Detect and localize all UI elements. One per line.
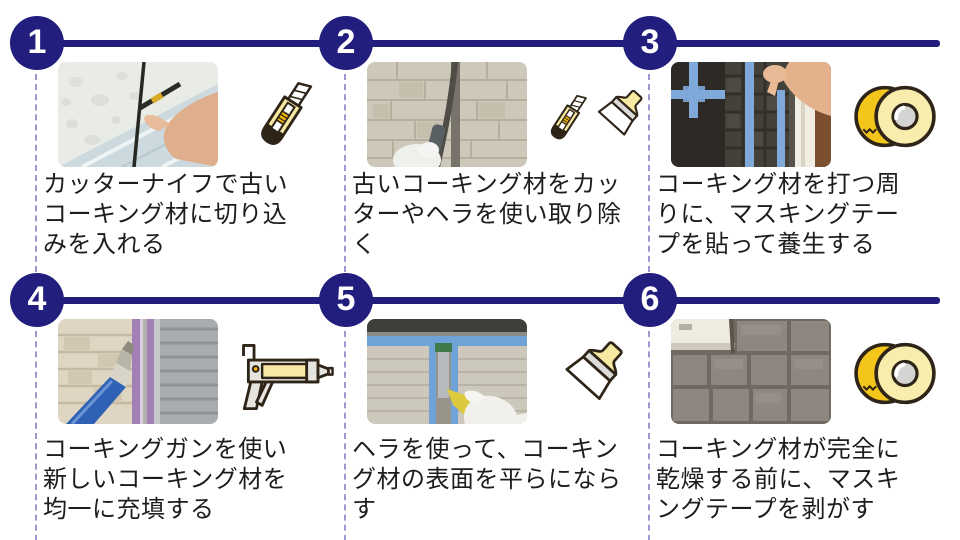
step-5-photo	[367, 319, 527, 424]
step-3-number-badge: 3	[623, 16, 677, 70]
masking-tape-icon	[854, 85, 936, 147]
step-1: 1	[10, 16, 322, 278]
caption-line: カッターナイフで古い	[43, 171, 288, 198]
step-5-caption: ヘラを使って、コーキン グ材の表面を平らになら す	[352, 435, 630, 525]
caption-line: コーキング材に切り込	[43, 201, 288, 228]
cutter-knife-icon	[550, 94, 587, 140]
step-6-number: 6	[640, 280, 660, 318]
step-4-photo	[58, 319, 218, 424]
step-5: 5	[319, 273, 631, 540]
caption-line: 古いコーキング材をカッ	[352, 171, 621, 198]
caption-line: 乾燥する前に、マスキ	[656, 466, 901, 493]
step-1-photo	[58, 62, 218, 167]
step-1-tool-icons	[224, 70, 344, 162]
step-4-dashed-connector	[35, 331, 37, 540]
step-6: 6	[623, 273, 936, 540]
caption-line: 新しいコーキング材を	[43, 466, 288, 493]
step-2-number-badge: 2	[319, 16, 373, 70]
caption-line: す	[352, 496, 377, 523]
step-5-number: 5	[336, 280, 356, 318]
step-5-tool-icons	[533, 327, 653, 419]
step-5-dashed-connector	[344, 331, 346, 540]
step-2: 2	[319, 16, 643, 278]
photo-cutting-old-caulk	[58, 62, 218, 167]
step-2-dashed-connector	[344, 74, 346, 272]
step-6-dashed-connector	[648, 331, 650, 540]
photo-removing-old-caulk	[367, 62, 527, 167]
step-6-caption: コーキング材が完全に 乾燥する前に、マスキ ングテープを剥がす	[656, 435, 934, 525]
step-2-caption: 古いコーキング材をカッ ターやヘラを使い取り除 く	[352, 170, 630, 260]
step-4-number: 4	[27, 280, 47, 318]
caption-line: ターやヘラを使い取り除	[352, 201, 622, 228]
step-2-photo	[367, 62, 527, 167]
photo-smoothing-caulk	[367, 319, 527, 424]
caption-line: りに、マスキングテー	[656, 201, 900, 228]
step-4-tool-icons	[224, 327, 344, 419]
caption-line: ングテープを剥がす	[656, 496, 876, 523]
step-3-photo	[671, 62, 831, 167]
step-2-tool-icons	[533, 70, 653, 162]
step-6-photo	[671, 319, 831, 424]
step-1-dashed-connector	[35, 74, 37, 272]
step-6-number-badge: 6	[623, 273, 677, 327]
caption-line: く	[352, 231, 377, 258]
masking-tape-icon	[854, 342, 936, 404]
step-6-tool-icons	[837, 327, 957, 419]
step-1-number-badge: 1	[10, 16, 64, 70]
cutter-knife-icon	[261, 82, 313, 145]
timeline-row2-line	[37, 297, 940, 304]
caption-line: ヘラを使って、コーキン	[352, 436, 619, 463]
caption-line: コーキング材を打つ周	[656, 171, 901, 198]
brush-spatula-icon	[597, 89, 643, 136]
step-5-number-badge: 5	[319, 273, 373, 327]
photo-caulking-gun-filling	[58, 319, 218, 424]
caption-line: グ材の表面を平らになら	[352, 466, 622, 493]
step-3-tool-icons	[837, 70, 957, 162]
photo-dried-caulk-wall	[671, 319, 831, 424]
step-3-dashed-connector	[648, 74, 650, 272]
caption-line: コーキングガンを使い	[43, 436, 288, 463]
caption-line: みを入れる	[43, 231, 166, 258]
step-1-number: 1	[27, 23, 47, 61]
step-2-number: 2	[336, 23, 356, 61]
step-4-number-badge: 4	[10, 273, 64, 327]
brush-spatula-icon	[565, 341, 623, 400]
timeline-row1-line	[37, 40, 940, 47]
step-1-caption: カッターナイフで古い コーキング材に切り込 みを入れる	[43, 170, 321, 260]
caption-line: 均一に充填する	[43, 496, 215, 523]
step-3-caption: コーキング材を打つ周 りに、マスキングテー プを貼って養生する	[656, 170, 934, 260]
caulking-gun-icon	[242, 344, 334, 411]
step-3-number: 3	[640, 23, 660, 61]
step-4: 4	[10, 273, 334, 540]
cutter-and-brush-icons	[550, 89, 643, 140]
step-4-caption: コーキングガンを使い 新しいコーキング材を 均一に充填する	[43, 435, 321, 525]
photo-applying-masking-tape	[671, 62, 831, 167]
step-3: 3	[623, 16, 936, 278]
caption-line: コーキング材が完全に	[656, 436, 901, 463]
caption-line: プを貼って養生する	[656, 231, 876, 258]
